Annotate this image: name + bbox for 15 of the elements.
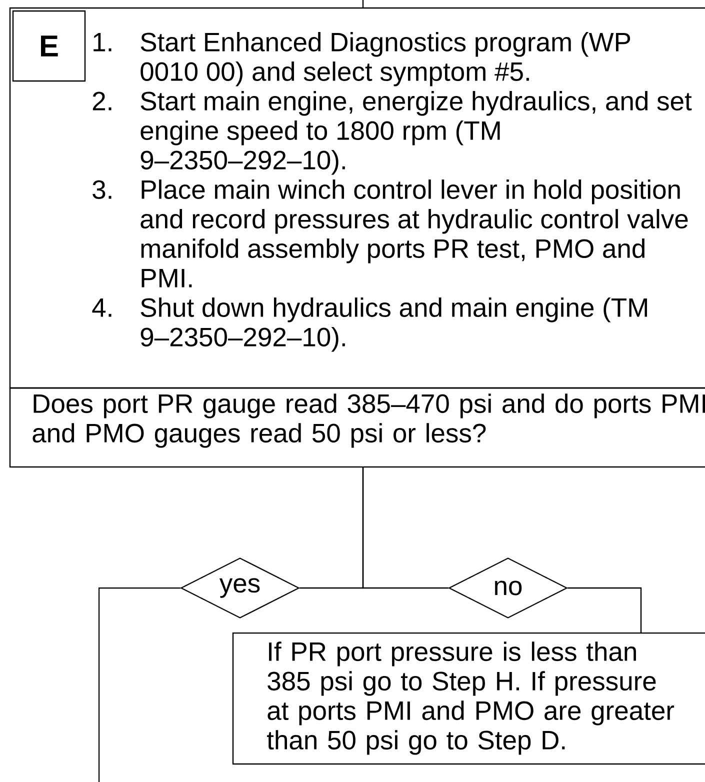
step-text: Start Enhanced Diagnostics program (WP 0010 00) and select symptom #5. bbox=[140, 32, 630, 86]
question-box: Does port PR gauge read 385–470 psi and do ports PMI and PMO gauges read 50 psi or less? bbox=[9, 387, 705, 468]
step-letter-tab: E bbox=[12, 10, 86, 82]
step-text: Place main winch control lever in hold position and record pressures at hydraulic control valve manifold assembly ports PR test, PMO and PMI. bbox=[140, 180, 688, 288]
connector-line bbox=[362, 0, 364, 8]
step-number: 4. bbox=[92, 298, 112, 317]
step-number: 2. bbox=[92, 92, 112, 110]
connector-line bbox=[362, 467, 448, 589]
connector-line bbox=[568, 587, 642, 633]
step-text: Shut down hydraulics and main engine (TM 9–2350–292–10). bbox=[140, 298, 647, 352]
procedure-box bbox=[9, 7, 705, 389]
step-number: 3. bbox=[92, 180, 112, 199]
result-box: If PR port pressure is less than 385 psi go to Step H. If pressure at ports PMI and PMO are greater than 50 psi go to Step D. bbox=[232, 632, 705, 765]
connector-line bbox=[98, 587, 180, 782]
step-text: Start main engine, energize hydraulics, and set engine speed to 1800 rpm (TM 9–2350–292–10). bbox=[140, 91, 692, 175]
